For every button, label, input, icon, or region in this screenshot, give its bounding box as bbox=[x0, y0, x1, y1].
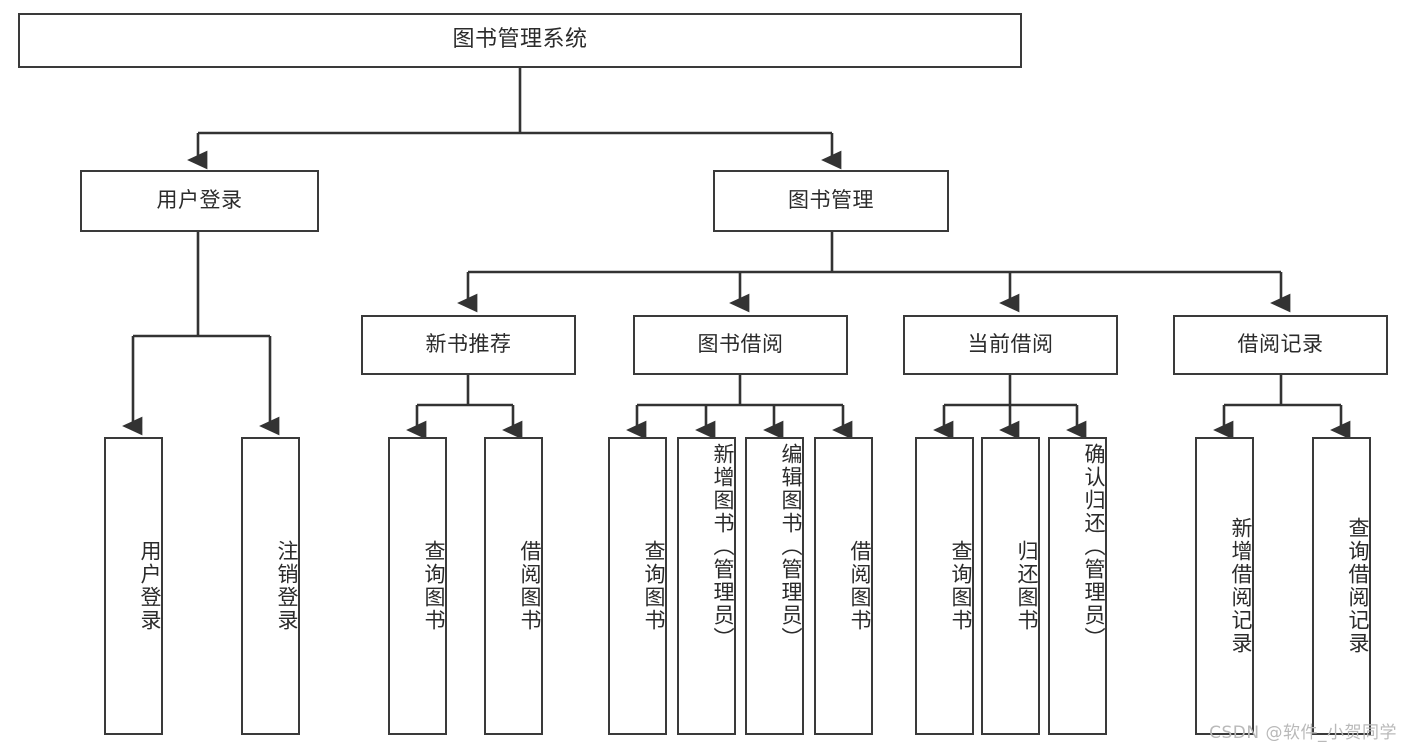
leaf-borrow-book-1[interactable]: 借阅图书 bbox=[484, 437, 543, 735]
leaf-query-book-3[interactable]: 查询图书 bbox=[915, 437, 974, 735]
node-label: 图书管理系统 bbox=[452, 27, 588, 53]
node-label: 查询借阅记录 bbox=[1346, 517, 1370, 655]
node-label: 借阅记录 bbox=[1237, 332, 1324, 357]
leaf-confirm-return[interactable]: 确认归还（管理员） bbox=[1048, 437, 1107, 735]
leaf-return-book[interactable]: 归还图书 bbox=[981, 437, 1040, 735]
node-book-manage[interactable]: 图书管理 bbox=[713, 170, 949, 232]
node-label: 新书推荐 bbox=[425, 332, 512, 357]
node-user-login[interactable]: 用户登录 bbox=[80, 170, 319, 232]
leaf-add-book[interactable]: 新增图书（管理员） bbox=[677, 437, 736, 735]
node-label: 用户登录 bbox=[156, 188, 243, 213]
leaf-query-book-2[interactable]: 查询图书 bbox=[608, 437, 667, 735]
node-label: 新增图书（管理员） bbox=[711, 443, 735, 650]
node-new-book-recommend[interactable]: 新书推荐 bbox=[361, 315, 576, 375]
leaf-edit-book[interactable]: 编辑图书（管理员） bbox=[745, 437, 804, 735]
node-label: 确认归还（管理员） bbox=[1082, 443, 1106, 650]
node-label: 借阅图书 bbox=[518, 540, 542, 632]
node-label: 归还图书 bbox=[1015, 540, 1039, 632]
leaf-add-record[interactable]: 新增借阅记录 bbox=[1195, 437, 1254, 735]
node-label: 注销登录 bbox=[275, 540, 299, 632]
leaf-borrow-book-2[interactable]: 借阅图书 bbox=[814, 437, 873, 735]
node-label: 查询图书 bbox=[949, 540, 973, 632]
node-label: 编辑图书（管理员） bbox=[779, 443, 803, 650]
node-book-borrow[interactable]: 图书借阅 bbox=[633, 315, 848, 375]
node-root-system[interactable]: 图书管理系统 bbox=[18, 13, 1022, 68]
node-label: 图书管理 bbox=[788, 188, 874, 213]
leaf-query-book-1[interactable]: 查询图书 bbox=[388, 437, 447, 735]
watermark-text: CSDN @软件_小贺同学 bbox=[1209, 723, 1397, 743]
node-label: 当前借阅 bbox=[967, 332, 1054, 357]
leaf-logout-login[interactable]: 注销登录 bbox=[241, 437, 300, 735]
leaf-user-login[interactable]: 用户登录 bbox=[104, 437, 163, 735]
node-label: 新增借阅记录 bbox=[1229, 517, 1253, 655]
node-borrow-record[interactable]: 借阅记录 bbox=[1173, 315, 1388, 375]
node-label: 图书借阅 bbox=[697, 332, 784, 357]
node-label: 用户登录 bbox=[138, 540, 162, 632]
node-label: 借阅图书 bbox=[848, 540, 872, 632]
node-label: 查询图书 bbox=[422, 540, 446, 632]
node-current-borrow[interactable]: 当前借阅 bbox=[903, 315, 1118, 375]
node-label: 查询图书 bbox=[642, 540, 666, 632]
leaf-query-record[interactable]: 查询借阅记录 bbox=[1312, 437, 1371, 735]
